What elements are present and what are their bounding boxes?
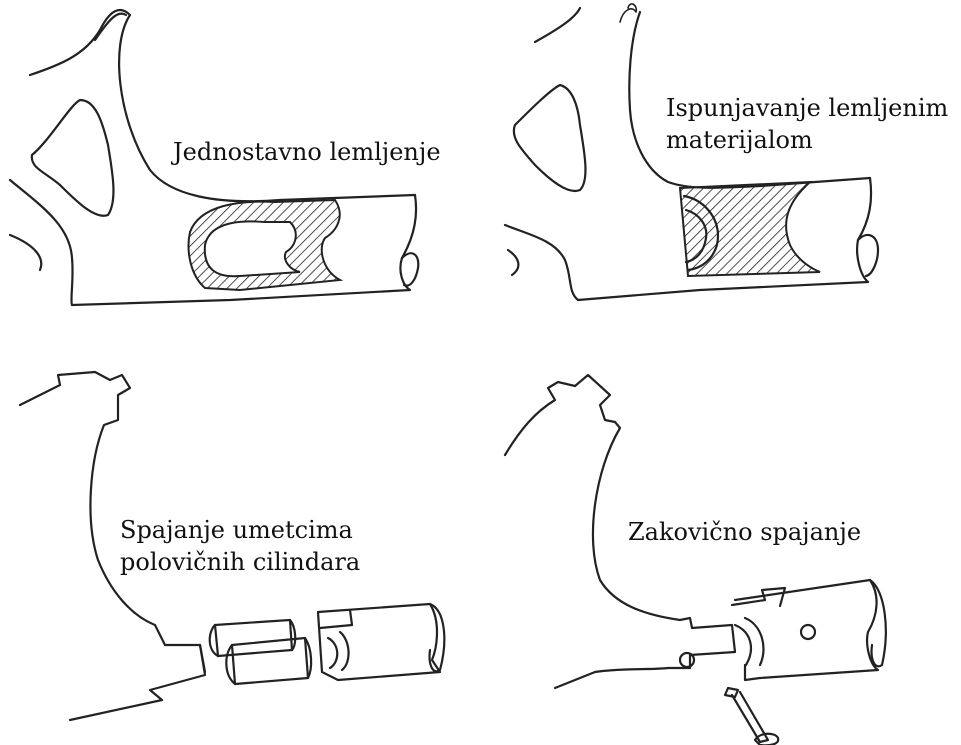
rivet-hole-lug bbox=[680, 653, 694, 667]
label-rivet-joint: Zakovično spajanje bbox=[628, 516, 861, 548]
tube-socket bbox=[320, 610, 352, 670]
tube bbox=[318, 604, 440, 680]
label-fill-brazing: Ispunjavanje lemljenim materijalom bbox=[666, 92, 948, 156]
lug-outer-edge bbox=[10, 180, 73, 305]
lug-cutout bbox=[514, 85, 586, 191]
rivet-hole-tube bbox=[801, 625, 815, 639]
label-line: Zakovično spajanje bbox=[628, 516, 861, 548]
label-line: materijalom bbox=[666, 124, 948, 156]
panel-rivet-joint bbox=[505, 375, 886, 745]
lug-cutout bbox=[32, 100, 114, 216]
label-half-cylinder-inserts: Spajanje umetcima polovičnih cilindara bbox=[120, 514, 360, 578]
lug-outline bbox=[30, 10, 415, 201]
half-cylinder-insert-upper bbox=[215, 620, 292, 656]
tube-insert bbox=[205, 221, 300, 276]
label-line: Jednostavno lemljenje bbox=[173, 136, 441, 168]
fill-hatch bbox=[680, 182, 820, 276]
label-line: Ispunjavanje lemljenim bbox=[666, 92, 948, 124]
lug-top-curl bbox=[620, 4, 636, 22]
tube bbox=[735, 580, 878, 680]
label-line: polovičnih cilindara bbox=[120, 546, 360, 578]
label-simple-brazing: Jednostavno lemljenje bbox=[173, 136, 441, 168]
lug-outer-edge bbox=[505, 225, 578, 300]
half-cylinder-insert-lower bbox=[232, 638, 308, 684]
lug-left-edge bbox=[10, 235, 41, 270]
label-line: Spajanje umetcima bbox=[120, 514, 360, 546]
lug-left-edge bbox=[508, 250, 518, 275]
tube-end bbox=[402, 253, 418, 285]
lug-step bbox=[200, 645, 205, 672]
